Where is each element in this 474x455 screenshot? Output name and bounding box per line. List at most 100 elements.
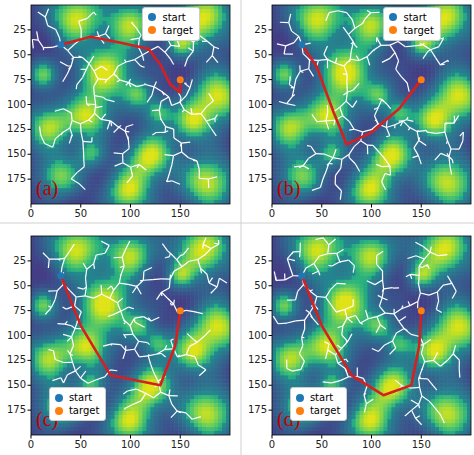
heatmap-cell (47, 61, 52, 66)
heatmap-cell (182, 172, 187, 177)
heatmap-cell (103, 164, 108, 169)
heatmap-cell (79, 105, 84, 110)
heatmap-cell (75, 124, 80, 129)
heatmap-cell (115, 61, 120, 66)
heatmap-cell (170, 73, 175, 78)
heatmap-cell (127, 89, 132, 94)
heatmap-cell (103, 93, 108, 98)
heatmap-cell (142, 184, 147, 189)
heatmap-cell (107, 164, 112, 169)
heatmap-cell (43, 5, 48, 10)
heatmap-cell (158, 53, 163, 58)
heatmap-cell (31, 61, 36, 66)
heatmap-cell (95, 25, 100, 30)
heatmap-cell (115, 188, 120, 193)
heatmap-cell (131, 160, 136, 165)
heatmap-cell (95, 176, 100, 181)
heatmap-cell (174, 57, 179, 62)
heatmap-cell (146, 184, 151, 189)
heatmap-cell (63, 89, 68, 94)
heatmap-cell (51, 148, 56, 153)
heatmap-cell (107, 61, 112, 66)
heatmap-cell (174, 188, 179, 193)
heatmap-cell (59, 152, 64, 157)
heatmap-cell (103, 85, 108, 90)
heatmap-cell (186, 97, 191, 102)
heatmap-cell (107, 89, 112, 94)
heatmap-cell (31, 144, 36, 149)
heatmap-cell (162, 164, 167, 169)
heatmap-cell (91, 188, 96, 193)
heatmap-cell (178, 108, 183, 113)
heatmap-cell (39, 89, 44, 94)
heatmap-cell (71, 164, 76, 169)
heatmap-cell (134, 89, 139, 94)
heatmap-cell (107, 192, 112, 197)
heatmap-cell (115, 140, 120, 145)
heatmap-cell (182, 49, 187, 54)
heatmap-cell (146, 124, 151, 129)
heatmap-cell (142, 116, 147, 121)
heatmap-cell (111, 45, 116, 50)
heatmap-cell (107, 152, 112, 157)
heatmap-cell (111, 49, 116, 54)
heatmap-cell (99, 180, 104, 185)
heatmap-cell (35, 57, 40, 62)
heatmap-cell (79, 5, 84, 10)
heatmap-cell (35, 65, 40, 70)
heatmap-cell (146, 41, 151, 46)
heatmap-cell (154, 65, 159, 70)
heatmap-cell (123, 136, 128, 141)
heatmap-cell (142, 105, 147, 110)
heatmap-cell (67, 105, 72, 110)
heatmap-cell (75, 192, 80, 197)
heatmap-cell (47, 93, 52, 98)
heatmap-cell (127, 5, 132, 10)
heatmap-cell (31, 29, 36, 34)
heatmap-cell (87, 85, 92, 90)
heatmap-cell (119, 37, 124, 42)
heatmap-cell (119, 25, 124, 30)
heatmap-cell (127, 17, 132, 22)
heatmap-cell (186, 180, 191, 185)
heatmap-cell (131, 196, 136, 201)
heatmap-cell (111, 29, 116, 34)
heatmap-cell (43, 132, 48, 137)
heatmap-cell (119, 192, 124, 197)
heatmap-cell (127, 116, 132, 121)
heatmap-cell (115, 49, 120, 54)
heatmap-cell (71, 29, 76, 34)
heatmap-cell (162, 188, 167, 193)
heatmap-cell (43, 89, 48, 94)
heatmap-cell (127, 29, 132, 34)
heatmap-cell (119, 200, 124, 204)
heatmap-cell (35, 140, 40, 145)
heatmap-cell (55, 5, 60, 10)
heatmap-cell (111, 200, 116, 204)
heatmap-cell (87, 105, 92, 110)
heatmap-cell (79, 196, 84, 201)
heatmap-cell (87, 81, 92, 86)
heatmap-cell (87, 132, 92, 137)
heatmap-cell (170, 77, 175, 82)
heatmap-cell (35, 85, 40, 90)
heatmap-cell (123, 112, 128, 117)
heatmap-cell (103, 105, 108, 110)
heatmap-cell (59, 73, 64, 78)
heatmap-cell (71, 85, 76, 90)
heatmap-cell (47, 108, 52, 113)
heatmap-cell (99, 89, 104, 94)
heatmap-cell (91, 25, 96, 30)
heatmap-cell (39, 164, 44, 169)
heatmap-cell (154, 124, 159, 129)
heatmap-cell (51, 17, 56, 22)
heatmap-cell (115, 97, 120, 102)
heatmap-cell (107, 112, 112, 117)
heatmap-cell (123, 17, 128, 22)
heatmap-cell (154, 156, 159, 161)
heatmap-cell (103, 144, 108, 149)
heatmap-cell (63, 17, 68, 22)
heatmap-cell (131, 97, 136, 102)
heatmap-cell (43, 73, 48, 78)
heatmap-cell (103, 172, 108, 177)
